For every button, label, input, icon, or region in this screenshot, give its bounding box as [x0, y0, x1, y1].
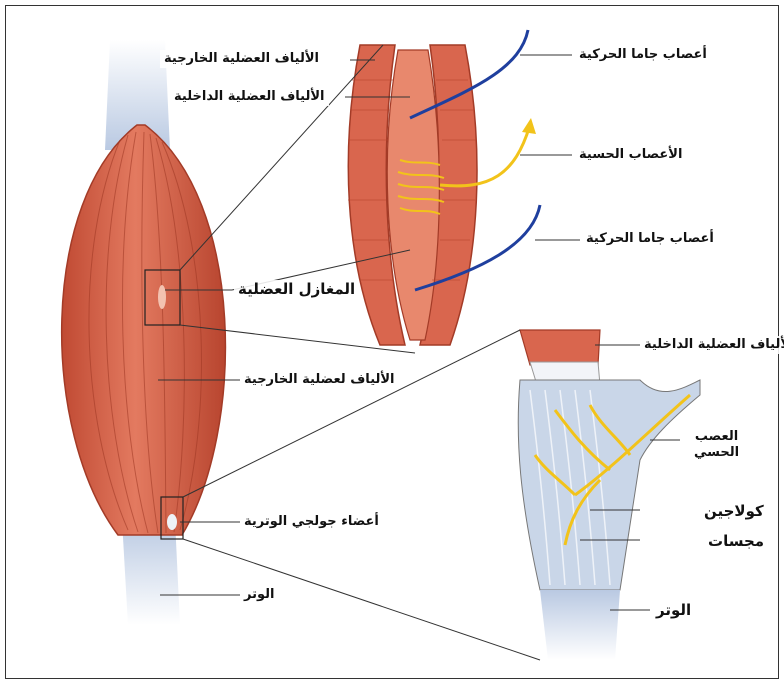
golgi-muscle-fibers — [520, 330, 600, 365]
label-collagen: كولاجين — [700, 502, 768, 520]
label-golgi-tendon-organs: أعضاء جولجي الوترية — [240, 513, 383, 531]
spindle-enlarged — [348, 30, 540, 345]
label-intrafusal-fibers-right: الألياف العضلية الداخلية — [640, 336, 784, 354]
label-intrafusal-fibers-top: الألياف العضلية الداخلية — [170, 88, 329, 106]
spindle-marker — [158, 285, 166, 309]
label-muscle-spindles: المغازل العضلية — [234, 280, 359, 298]
golgi-tendon — [540, 590, 620, 660]
label-sensory-nerves: الأعصاب الحسية — [575, 146, 686, 164]
label-receptors: مجسات — [704, 532, 768, 550]
label-sensory-nerve: العصب الحسي — [690, 428, 743, 462]
whole-muscle — [62, 40, 226, 625]
label-tendon-right: الوتر — [652, 601, 695, 619]
label-gamma-motor-nerves-top: أعصاب جاما الحركية — [575, 46, 711, 64]
golgi-marker — [167, 514, 177, 530]
label-extrafusal-fibers-left: الألياف لعضلية الخارجية — [240, 371, 399, 389]
sensory-nerve-arrow — [522, 118, 536, 134]
label-gamma-motor-nerves-bottom: أعصاب جاما الحركية — [582, 230, 718, 248]
label-tendon-left: الوتر — [240, 586, 278, 604]
label-extrafusal-fibers-top: الألياف العضلية الخارجية — [160, 50, 323, 68]
